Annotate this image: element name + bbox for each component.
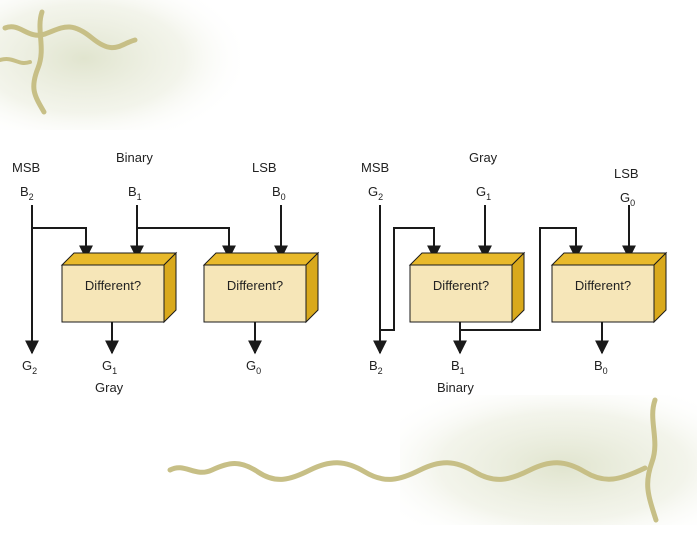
right-msb-label: MSB	[361, 160, 389, 175]
left-input-b1-label: B1	[128, 184, 142, 202]
right-box-1-label: Different?	[433, 278, 489, 293]
binary-to-gray-converter: MSB Binary LSB B2 B1 B0 Different?	[12, 150, 320, 395]
right-output-b1-label: B1	[451, 358, 465, 376]
left-xor-box-1: Different?	[60, 251, 178, 324]
left-wires	[25, 205, 288, 355]
left-input-b0-label: B0	[272, 184, 286, 202]
right-box-2-label: Different?	[575, 278, 631, 293]
right-output-title: Binary	[437, 380, 474, 395]
decorative-vine-bottom-right	[167, 395, 697, 525]
left-output-title: Gray	[95, 380, 124, 395]
gray-to-binary-converter: MSB Gray LSB G2 G1 G0 Different?	[361, 150, 668, 395]
right-lsb-label: LSB	[614, 166, 639, 181]
right-output-b2-label: B2	[369, 358, 383, 376]
left-msb-label: MSB	[12, 160, 40, 175]
left-box-1-label: Different?	[85, 278, 141, 293]
right-xor-box-1: Different?	[408, 251, 526, 324]
left-box-2-label: Different?	[227, 278, 283, 293]
left-input-title: Binary	[116, 150, 153, 165]
left-xor-box-2: Different?	[202, 251, 320, 324]
left-output-g2-label: G2	[22, 358, 37, 376]
right-xor-box-2: Different?	[550, 251, 668, 324]
right-input-g0-label: G0	[620, 190, 635, 208]
left-output-g0-label: G0	[246, 358, 261, 376]
decorative-vine-top-left	[0, 0, 240, 130]
right-input-g1-label: G1	[476, 184, 491, 202]
right-output-b0-label: B0	[594, 358, 608, 376]
left-input-b2-label: B2	[20, 184, 34, 202]
right-input-title: Gray	[469, 150, 498, 165]
right-wires	[373, 205, 636, 355]
right-input-g2-label: G2	[368, 184, 383, 202]
left-output-g1-label: G1	[102, 358, 117, 376]
left-lsb-label: LSB	[252, 160, 277, 175]
